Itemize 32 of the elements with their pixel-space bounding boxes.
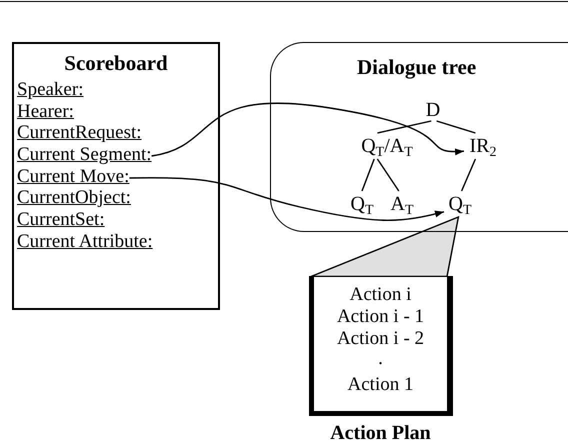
action-item: Action i - 1 [336,307,426,326]
field-label: CurrentRequest: [17,123,142,143]
tree-branch-line [377,120,432,134]
action-item: Action i - 2 [336,329,426,348]
tree-node-label: Q$_{T}$/A$_{T}$ [355,133,419,159]
scoreboard-panel [12,42,220,310]
action-item: . [377,349,384,368]
tree-branch-line [460,158,476,192]
field-label: CurrentObject: [17,188,131,208]
arrow [129,177,444,221]
box-caption: Action Plan [329,423,432,443]
field-label: Speaker: [17,80,84,100]
action-item: Action 1 [346,375,414,394]
field-label: Hearer: [17,102,74,122]
tree-branch-line [376,158,400,192]
callout-wedge [310,216,460,278]
tree-node-label: Q$_{T}$ [444,191,476,217]
tree-node-label: D [424,99,442,121]
panel-title: Dialogue tree [357,57,476,78]
field-label: Current Move: [17,167,130,187]
tree-branch-line [361,158,375,192]
tree-branch-line [436,120,476,134]
field-label: CurrentSet: [17,210,105,230]
panel-title: Scoreboard [63,53,169,74]
dialogue-tree-panel [270,42,568,232]
tree-node-label: IR$_{2}$ [464,133,502,159]
field-label: Current Segment: [17,145,152,165]
tree-node-label: Q$_{T}$ [346,191,378,217]
tree-node-label: A$_{T}$ [386,191,418,217]
arrow [151,102,464,157]
action-item: Action i [348,285,412,304]
field-label: Current Attribute: [17,232,153,252]
